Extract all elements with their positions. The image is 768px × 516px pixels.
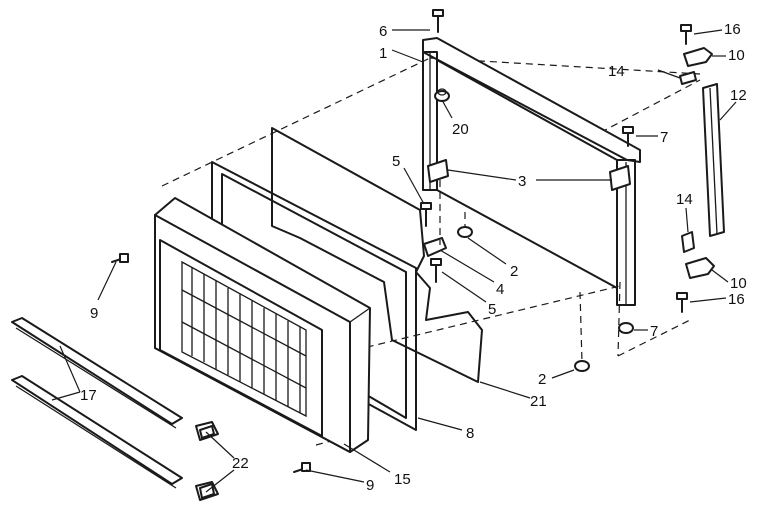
callout-16-upper: 16 [724, 21, 741, 38]
callout-17: 17 [80, 387, 97, 404]
fastener-parts [111, 9, 692, 473]
frame-part [422, 37, 641, 306]
hinge-part [423, 159, 631, 257]
callout-20: 20 [452, 121, 469, 138]
callout-14-upper: 14 [608, 63, 625, 80]
callout-14-lower: 14 [676, 191, 693, 208]
callout-22: 22 [232, 455, 249, 472]
callout-10-lower: 10 [730, 275, 747, 292]
callout-8: 8 [466, 425, 474, 442]
spacer-part [679, 71, 697, 253]
callout-16-lower: 16 [728, 291, 745, 308]
trim-strip-part [11, 317, 183, 489]
callout-2-upper: 2 [510, 263, 518, 280]
callout-12: 12 [730, 87, 747, 104]
callout-10-upper: 10 [728, 47, 745, 64]
insulation-panel-part [271, 127, 483, 383]
callout-7-lower: 7 [650, 323, 658, 340]
callout-15: 15 [394, 471, 411, 488]
callout-9-upper: 9 [90, 305, 98, 322]
callout-2-lower: 2 [538, 371, 546, 388]
callout-6: 6 [379, 23, 387, 40]
callout-9-lower: 9 [366, 477, 374, 494]
callout-3: 3 [518, 173, 526, 190]
leader-lines [51, 29, 737, 493]
callout-7-upper: 7 [660, 129, 668, 146]
callout-labels: 1 6 20 3 5 2 4 5 7 14 16 10 12 14 10 16 … [80, 21, 747, 494]
door-liner-part [159, 239, 323, 437]
handle-part [702, 83, 725, 237]
callout-21: 21 [530, 393, 547, 410]
callout-5-upper: 5 [392, 153, 400, 170]
callout-5-lower: 5 [488, 301, 496, 318]
handle-bracket-part [683, 47, 715, 279]
callout-4: 4 [496, 281, 504, 298]
callout-1: 1 [379, 45, 387, 62]
